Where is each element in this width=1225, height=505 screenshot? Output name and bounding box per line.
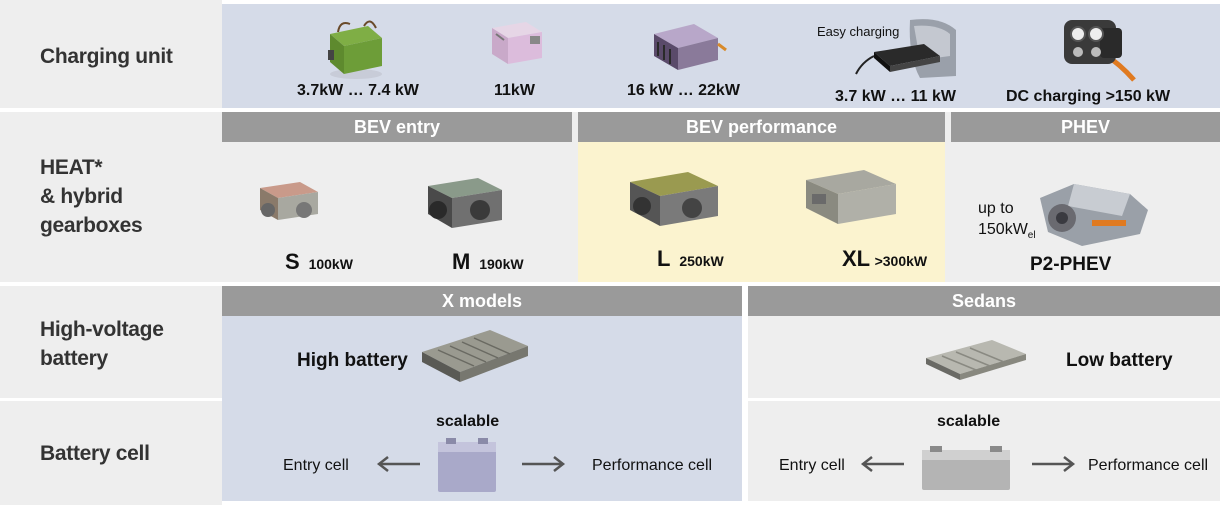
phev-name: P2-PHEV: [1030, 254, 1112, 275]
gearbox-xl-image: [798, 164, 910, 230]
charging-unit-2-image: [486, 14, 548, 70]
charging-unit-3-image: [646, 14, 728, 74]
scalable-label-x: scalable: [436, 413, 500, 430]
charging-unit-3-label: 16 kW … 22kW: [627, 82, 740, 99]
phev-gearbox-image: [1034, 176, 1154, 252]
row-label-heat-line1: HEAT*: [40, 156, 103, 179]
left-arrow-icon: [858, 456, 906, 472]
row-label-heat-line3: gearboxes: [40, 214, 143, 237]
row-label-heat-line2: & hybrid: [40, 185, 123, 208]
phev-upto: up to: [978, 200, 1014, 217]
charging-row-bg: [222, 4, 1220, 108]
row-label-battery: High-voltage battery: [40, 315, 164, 373]
header-bev-performance: BEV performance: [578, 112, 945, 142]
gearbox-xl-size: XL: [842, 246, 871, 271]
performance-cell-label-x: Performance cell: [592, 457, 713, 474]
row-divider-x: [222, 398, 742, 401]
header-x-models: X models: [222, 286, 742, 316]
battery-cell-image-sedan: [920, 444, 1012, 492]
gearbox-m-size: M: [452, 249, 471, 274]
charging-unit-4-label: 3.7 kW … 11 kW: [835, 88, 956, 105]
gearbox-s-power: 100kW: [308, 256, 353, 272]
row-label-charging: Charging unit: [40, 45, 173, 68]
row-divider: [0, 108, 222, 112]
phev-upto-text: up to 150kWel: [978, 198, 1036, 246]
gearbox-m-power: 190kW: [479, 256, 524, 272]
gearbox-l-label: L 250kW: [657, 246, 724, 272]
entry-cell-label-sedan: Entry cell: [779, 457, 845, 474]
high-battery-image: [418, 322, 532, 388]
high-battery-label: High battery: [297, 350, 408, 371]
header-sedans: Sedans: [748, 286, 1220, 316]
low-battery-image: [922, 330, 1032, 386]
gearbox-s-size: S: [285, 249, 300, 274]
charging-unit-1-image: [320, 16, 390, 80]
gearbox-s-label: S 100kW: [285, 249, 353, 275]
low-battery-label: Low battery: [1066, 350, 1173, 371]
gearbox-l-image: [622, 166, 732, 232]
phev-power: 150kW: [978, 221, 1028, 238]
header-bev-entry: BEV entry: [222, 112, 572, 142]
right-arrow-icon: [1030, 456, 1078, 472]
gearbox-xl-power: >300kW: [874, 253, 928, 269]
charging-unit-5-image: [1060, 14, 1140, 84]
easy-charging-label: Easy charging: [817, 24, 900, 39]
right-arrow-icon: [520, 456, 568, 472]
row-divider: [0, 282, 222, 286]
gearbox-m-image: [418, 172, 514, 234]
performance-cell-label-sedan: Performance cell: [1088, 457, 1209, 474]
left-arrow-icon: [374, 456, 422, 472]
gearbox-l-power: 250kW: [679, 253, 724, 269]
row-label-battery-line2: battery: [40, 347, 108, 370]
scalable-label-sedan: scalable: [937, 413, 1001, 430]
gearbox-xl-label: XL >300kW: [842, 246, 927, 272]
charging-unit-1-label: 3.7kW … 7.4 kW: [297, 82, 419, 99]
entry-cell-label-x: Entry cell: [283, 457, 349, 474]
phev-power-sub: el: [1027, 230, 1036, 242]
gearbox-s-image: [256, 176, 328, 232]
gearbox-m-label: M 190kW: [452, 249, 524, 275]
charging-unit-2-label: 11kW: [494, 82, 535, 99]
label-column-bg: [0, 0, 222, 505]
charging-unit-5-label: DC charging >150 kW: [1006, 88, 1171, 105]
header-phev: PHEV: [951, 112, 1220, 142]
row-label-battery-line1: High-voltage: [40, 318, 164, 341]
gearbox-l-size: L: [657, 246, 671, 271]
row-label-cell: Battery cell: [40, 442, 150, 465]
phev-power-line: 150kWel: [978, 219, 1036, 246]
battery-cell-image-x: [436, 438, 498, 494]
row-label-heat: HEAT* & hybrid gearboxes: [40, 153, 143, 240]
charging-unit-4-image: [850, 16, 958, 84]
